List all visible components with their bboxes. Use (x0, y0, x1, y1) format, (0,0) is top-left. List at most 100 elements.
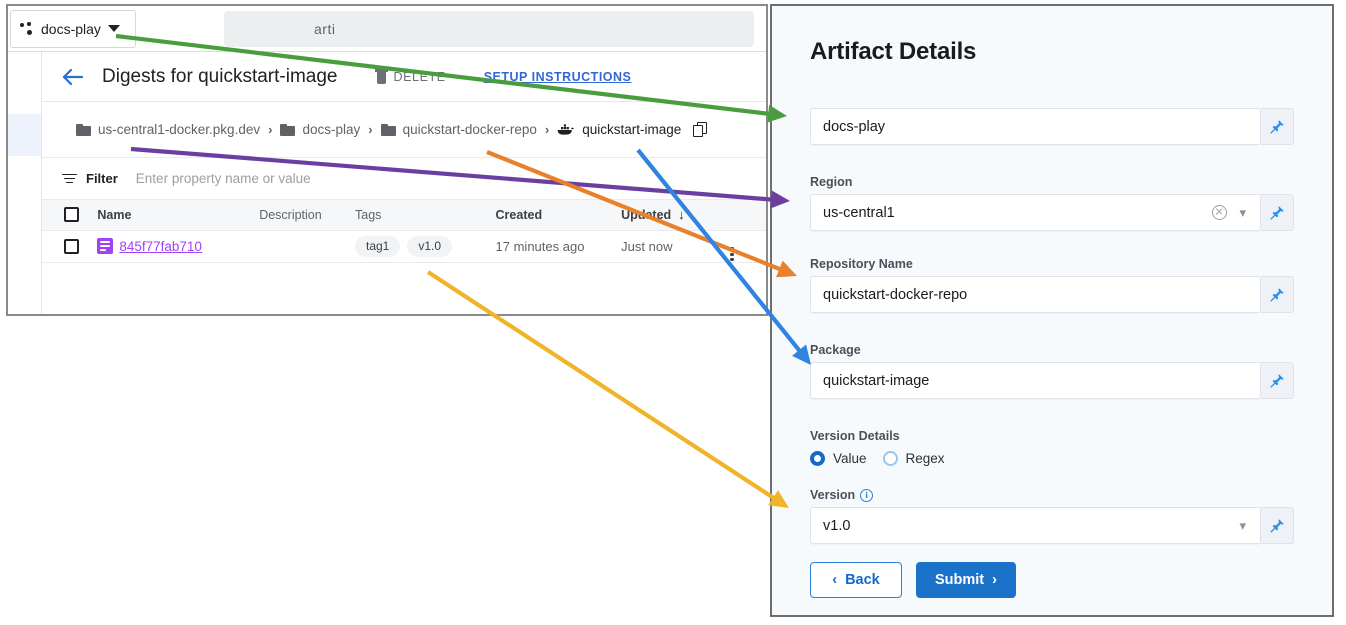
back-button-chevron: ‹ (832, 572, 838, 588)
breadcrumb-separator: › (544, 122, 550, 137)
panel-title: Artifact Details (810, 38, 977, 65)
delete-button[interactable]: DELETE (375, 69, 445, 84)
row-tags-cell: tag1 v1.0 (355, 230, 496, 263)
pin-icon[interactable] (1261, 362, 1294, 399)
digest-icon (97, 238, 114, 254)
rail-active-indicator (8, 114, 41, 156)
package-field-value: quickstart-image (823, 372, 930, 389)
pin-icon[interactable] (1261, 194, 1294, 231)
chevron-down-icon[interactable]: ▾ (1239, 204, 1246, 220)
repository-name-field[interactable]: quickstart-docker-repo (810, 276, 1261, 313)
docker-whale-icon (557, 123, 575, 136)
folder-icon (76, 123, 91, 136)
row-checkbox-cell (42, 230, 98, 263)
table-header-tags[interactable]: Tags (355, 200, 496, 231)
console-content: Digests for quickstart-image DELETE SETU… (42, 52, 766, 314)
select-all-checkbox[interactable] (64, 207, 79, 223)
repository-name-field-value: quickstart-docker-repo (823, 286, 968, 303)
row-menu-cell (723, 230, 766, 263)
submit-button[interactable]: Submit › (916, 562, 1016, 598)
back-button[interactable]: ‹ Back (810, 562, 902, 598)
setup-instructions-link[interactable]: SETUP INSTRUCTIONS (483, 69, 632, 84)
breadcrumb-label: docs-play (302, 122, 361, 137)
project-field-value: docs-play (823, 118, 886, 135)
radio-value-label: Value (833, 451, 867, 466)
table-header-checkbox (42, 200, 98, 231)
filter-icon (62, 173, 77, 185)
filter-input-placeholder[interactable]: Enter property name or value (135, 171, 311, 186)
copy-icon[interactable] (693, 121, 708, 138)
chevron-down-icon (107, 25, 120, 32)
version-field-value: v1.0 (823, 517, 851, 534)
filter-label: Filter (86, 171, 118, 186)
table-row[interactable]: 845f77fab710 tag1 v1.0 17 minutes ago Jus… (42, 230, 766, 263)
submit-button-label: Submit (935, 572, 985, 588)
breadcrumb-item-repository[interactable]: quickstart-docker-repo (380, 122, 537, 137)
region-field-value: us-central1 (823, 204, 895, 221)
back-arrow-icon[interactable] (60, 64, 86, 90)
breadcrumb-label: us-central1-docker.pkg.dev (98, 122, 261, 137)
breadcrumb-item-image[interactable]: quickstart-image (557, 122, 681, 137)
version-field[interactable]: v1.0 ▾ (810, 507, 1261, 544)
radio-value[interactable]: Value (810, 451, 867, 466)
project-selector[interactable]: docs-play (10, 9, 136, 48)
gcp-console-window: docs-play arti Digests for quickstart-im… (6, 4, 768, 316)
artifact-details-panel: Artifact Details docs-play (770, 4, 1334, 617)
table-header-menu (723, 200, 766, 231)
back-button-label: Back (845, 572, 880, 588)
radio-regex-label: Regex (905, 451, 945, 466)
breadcrumb-label: quickstart-image (582, 122, 682, 137)
table-header-description[interactable]: Description (259, 200, 355, 231)
radio-unselected-icon (882, 451, 898, 466)
pin-icon[interactable] (1261, 276, 1294, 313)
breadcrumb-separator: › (268, 122, 273, 137)
table-header-name[interactable]: Name (97, 200, 260, 231)
radio-selected-icon (810, 451, 825, 466)
row-description-cell (259, 230, 355, 263)
project-dots-icon (20, 21, 34, 36)
row-updated-cell: Just now (621, 230, 724, 263)
folder-icon (280, 123, 296, 136)
field-group-project: docs-play (810, 108, 1294, 145)
field-group-region: Region us-central1 ▾ (810, 175, 1294, 231)
region-field[interactable]: us-central1 ▾ (810, 194, 1261, 231)
project-selector-label: docs-play (41, 20, 101, 37)
table-header-created[interactable]: Created (495, 200, 622, 231)
table-header-row: Name Description Tags Created Updated↓ (42, 200, 766, 231)
pin-icon[interactable] (1261, 108, 1294, 145)
field-group-package: Package quickstart-image (810, 343, 1294, 399)
page-title: Digests for quickstart-image (102, 65, 338, 87)
breadcrumb-item-project[interactable]: docs-play (280, 122, 360, 137)
tag-chip[interactable]: v1.0 (407, 235, 453, 257)
breadcrumb-item-registry[interactable]: us-central1-docker.pkg.dev (76, 122, 260, 137)
clear-icon[interactable] (1212, 205, 1228, 220)
tag-chip[interactable]: tag1 (355, 235, 401, 257)
digest-link[interactable]: 845f77fab710 (119, 238, 202, 254)
browser-top-bar: docs-play arti (8, 6, 766, 52)
submit-button-chevron: › (992, 572, 997, 588)
table-empty-row (42, 262, 766, 288)
search-input[interactable]: arti (224, 10, 754, 47)
package-field[interactable]: quickstart-image (810, 362, 1261, 399)
digests-table: Name Description Tags Created Updated↓ (42, 200, 766, 288)
table-header-updated[interactable]: Updated↓ (621, 200, 724, 231)
region-label: Region (810, 175, 853, 189)
row-created-cell: 17 minutes ago (495, 230, 622, 263)
project-field[interactable]: docs-play (810, 108, 1261, 145)
sort-descending-icon: ↓ (678, 207, 685, 223)
search-input-value: arti (314, 20, 336, 37)
filter-bar[interactable]: Filter Enter property name or value (42, 158, 766, 200)
empty-cell (97, 262, 766, 288)
breadcrumb-separator: › (368, 122, 373, 137)
empty-cell (42, 262, 97, 288)
radio-regex[interactable]: Regex (882, 451, 945, 466)
row-name-cell: 845f77fab710 (97, 230, 260, 263)
pin-icon[interactable] (1261, 507, 1294, 544)
left-nav-rail (8, 52, 42, 314)
chevron-down-icon[interactable]: ▾ (1239, 517, 1246, 533)
field-group-version: Version i v1.0 ▾ (810, 488, 1294, 544)
info-icon[interactable]: i (860, 488, 874, 502)
package-label: Package (810, 343, 861, 357)
version-details-label: Version Details (810, 429, 900, 443)
row-checkbox[interactable] (64, 238, 79, 254)
